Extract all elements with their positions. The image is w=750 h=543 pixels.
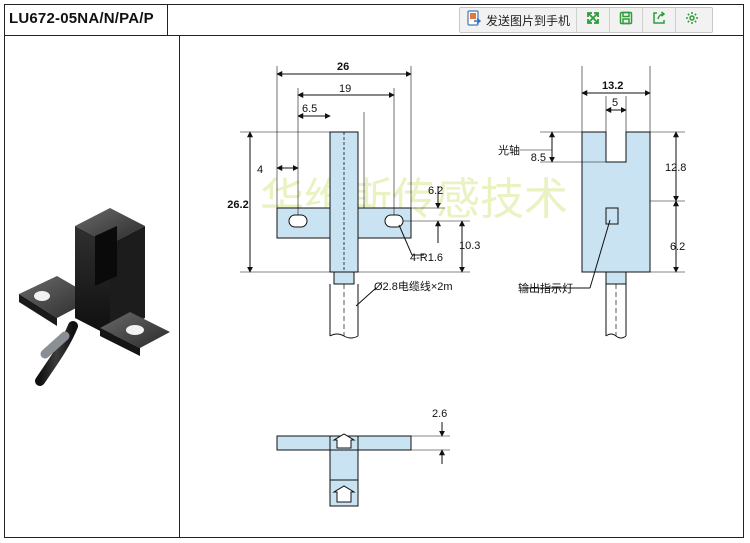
dim-hole-top: 6.2 [428, 185, 443, 197]
side-view-labels: 13.2 5 光轴 8.5 12.8 6.2 输出指示灯 [498, 80, 686, 295]
product-photo [19, 208, 170, 386]
front-view [240, 66, 470, 339]
product-photo-panel [5, 36, 180, 537]
bottom-view [276, 422, 450, 507]
front-view-labels: 26 19 6.5 26.2 4 6.2 10.3 4-R1.6 Ø2.8电缆线… [227, 61, 480, 293]
dim-left-inset: 4 [257, 164, 263, 176]
fullscreen-icon [586, 11, 600, 30]
dim-offset: 6.5 [302, 103, 317, 115]
dim-axis: 8.5 [531, 152, 546, 164]
save-button[interactable] [610, 8, 644, 32]
dim-12-8: 12.8 [665, 162, 686, 174]
optical-axis-label: 光轴 [498, 143, 520, 157]
title-divider [167, 5, 168, 35]
send-to-phone-label: 发送图片到手机 [486, 13, 571, 28]
send-to-phone-button[interactable]: 发送图片到手机 [460, 8, 578, 32]
dim-hole-spacing: 19 [339, 83, 351, 95]
dim-height: 26.2 [227, 199, 248, 211]
indicator-label: 输出指示灯 [518, 281, 573, 295]
title-bar: LU672-05NA/N/PA/P 发送图片到手机 [5, 5, 743, 36]
settings-icon [685, 11, 699, 30]
send-to-phone-icon [466, 9, 482, 31]
product-frame: LU672-05NA/N/PA/P 发送图片到手机 [4, 4, 744, 538]
side-view [520, 66, 685, 339]
dim-thickness: 2.6 [432, 408, 447, 420]
image-toolbar: 发送图片到手机 [459, 7, 713, 33]
fullscreen-button[interactable] [577, 8, 611, 32]
dimension-drawing: 华维斯传感技术 [180, 36, 743, 537]
cable-note: Ø2.8电缆线×2m [374, 279, 453, 293]
hole-note: 4-R1.6 [410, 252, 443, 264]
dim-side-width: 13.2 [602, 80, 623, 92]
dimension-drawing-svg: 华维斯传感技术 [227, 61, 686, 507]
dim-hole-bottom: 10.3 [459, 240, 480, 252]
settings-button[interactable] [676, 8, 708, 32]
dim-6-2: 6.2 [670, 241, 685, 253]
product-title: LU672-05NA/N/PA/P [9, 10, 154, 27]
save-icon [619, 11, 633, 30]
dim-slot: 5 [612, 97, 618, 109]
bottom-view-labels: 2.6 [432, 408, 447, 420]
dim-overall-width: 26 [337, 61, 349, 73]
share-button[interactable] [643, 8, 677, 32]
share-icon [652, 10, 666, 30]
